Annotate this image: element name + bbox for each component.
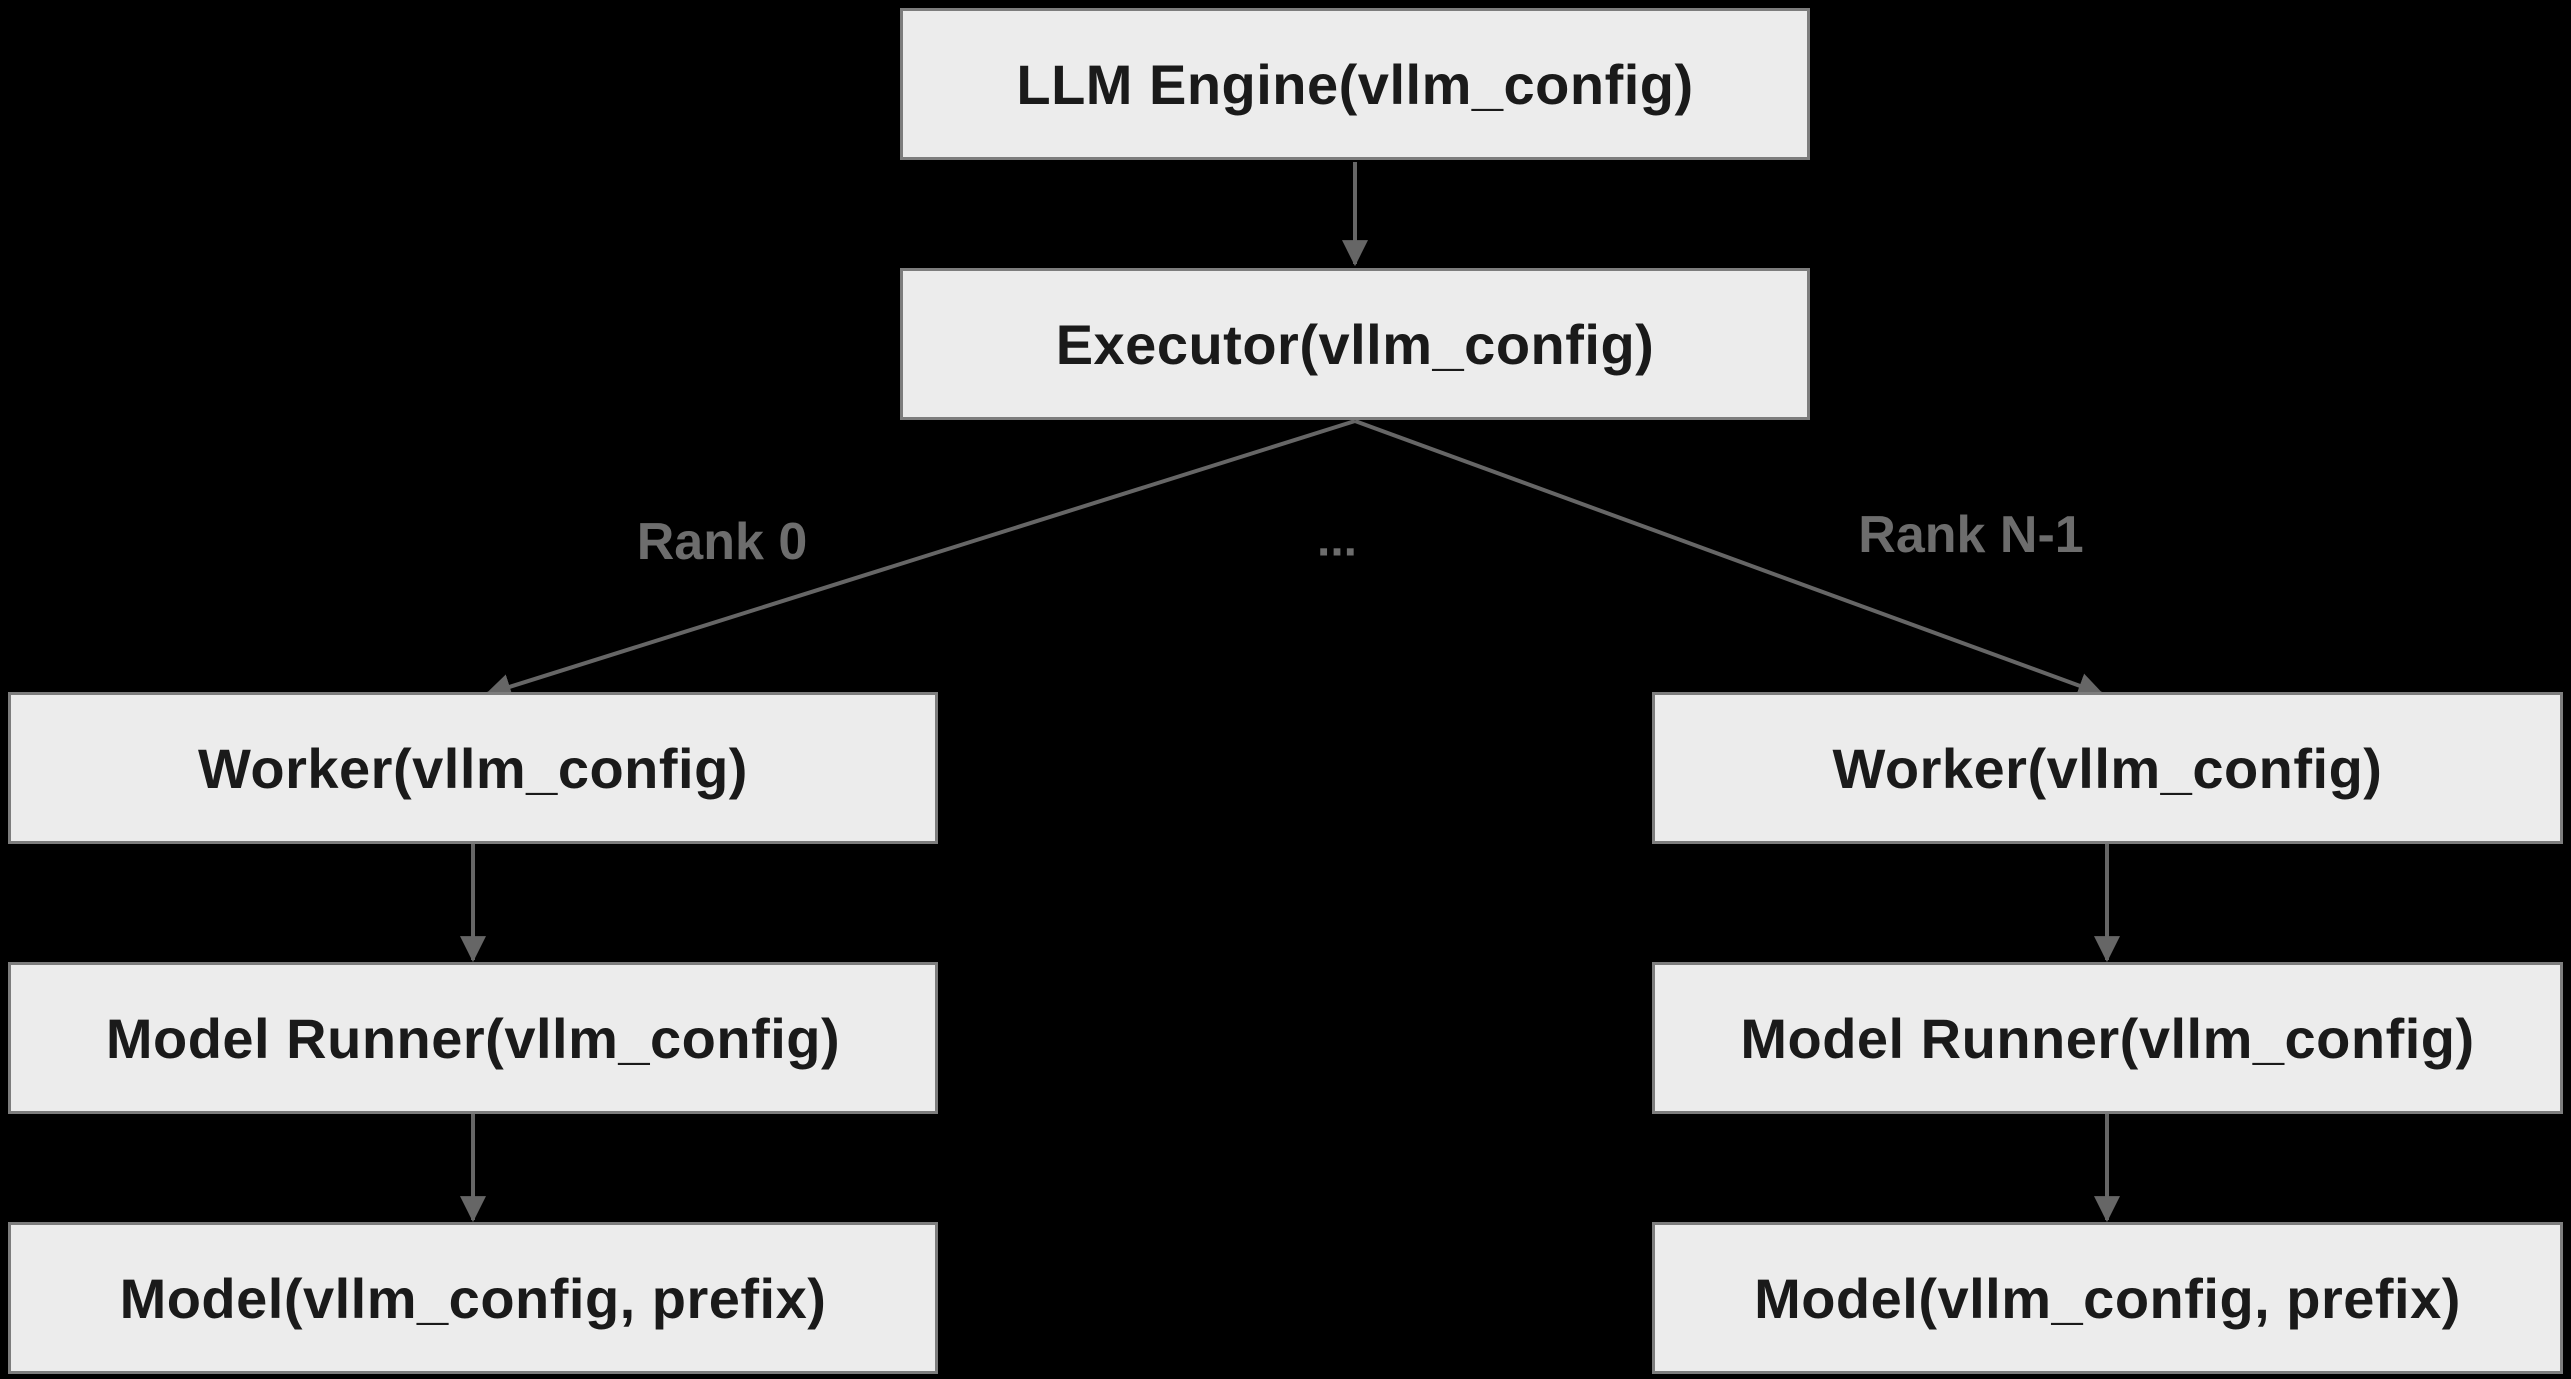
- edge-label-rank-n-1: Rank N-1: [1858, 506, 2084, 564]
- node-worker-rank0: Worker(vllm_config): [8, 692, 938, 844]
- node-model-rank0: Model(vllm_config, prefix): [8, 1222, 938, 1374]
- node-model-runner-rankN: Model Runner(vllm_config): [1652, 962, 2563, 1114]
- node-model-rankN: Model(vllm_config, prefix): [1652, 1222, 2563, 1374]
- edge-executor-to-worker-rankN: [1354, 419, 2105, 699]
- node-executor: Executor(vllm_config): [900, 268, 1810, 420]
- edge-label-rank-0: Rank 0: [636, 513, 808, 571]
- edge-label-ellipsis: ...: [1316, 513, 1358, 567]
- node-llm-engine: LLM Engine(vllm_config): [900, 8, 1810, 160]
- edge-executor-to-worker-rank0: [484, 419, 1356, 700]
- node-model-runner-rank0: Model Runner(vllm_config): [8, 962, 938, 1114]
- node-worker-rankN: Worker(vllm_config): [1652, 692, 2563, 844]
